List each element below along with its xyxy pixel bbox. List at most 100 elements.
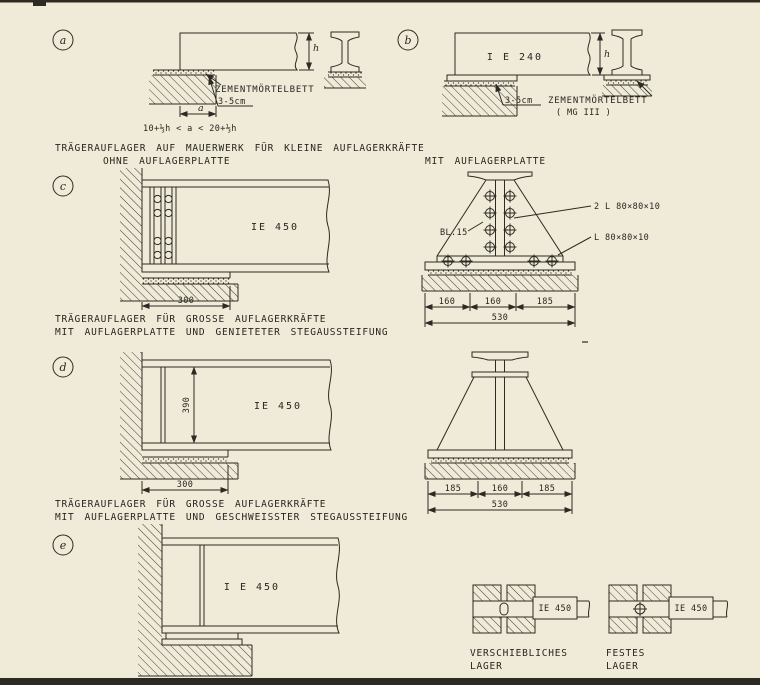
dim-total: 530 (492, 313, 509, 323)
caption-sliding-line1: VERSCHIEBLICHES (470, 648, 568, 659)
page-top-edge (0, 0, 760, 3)
dim-390: 390 (168, 366, 198, 444)
beam-side-view (141, 359, 332, 451)
rivets-side (153, 194, 173, 260)
fixed-bolt (633, 602, 647, 616)
mortar-label: ZEMENTMÖRTELBETT (215, 84, 315, 95)
badge-e-letter: e (60, 539, 67, 552)
mortar-label: ZEMENTMÖRTELBETT (548, 95, 648, 106)
dim-300: 300 (141, 286, 231, 310)
mortar-bed-front (428, 270, 572, 275)
beam-side-view (179, 32, 299, 71)
beam-break (725, 600, 729, 618)
mortar-thickness-label: 3-5cm (218, 97, 246, 107)
page-speck (582, 341, 588, 343)
badge-c-letter: c (60, 180, 66, 193)
beam-side-view (161, 537, 340, 634)
angle-leader (557, 236, 592, 256)
masonry-front (422, 275, 578, 291)
dim-300: 300 (141, 465, 229, 494)
caption-a-line1: TRÄGERAUFLAGER AUF MAUERWERK FÜR KLEINE … (55, 143, 425, 154)
section-e: e I E 450 IE 450 VERSCHIEBLICHES LAGER (52, 524, 729, 677)
mortar-bed-side (142, 457, 228, 463)
beam-flange-lines (142, 186, 329, 265)
beam-label-box (532, 596, 578, 620)
mortar-bed (444, 81, 515, 86)
beam-label: IE 450 (254, 401, 302, 412)
masonry (442, 86, 517, 116)
section-d: d IE 450 390 300 (52, 351, 576, 523)
dim-a: a (179, 103, 217, 118)
dim-390-label: 390 (182, 397, 192, 414)
beam-break (587, 600, 591, 618)
front-view-d: 185 160 185 530 (424, 351, 576, 514)
dim-seg2: 160 (485, 297, 502, 307)
dim-seg2: 160 (492, 484, 509, 494)
rivets-front (483, 189, 517, 254)
beam-label: IE 450 (251, 222, 299, 233)
wall-outline (120, 168, 239, 302)
riveted-stiffener-side (149, 187, 177, 264)
badge-c: c (52, 175, 74, 197)
mortar-grade-label: ( MG III ) (556, 108, 611, 118)
wall-and-support-masonry (120, 168, 238, 301)
base-rivets (441, 254, 559, 268)
bearing-plate-lower (161, 638, 243, 646)
caption-c-line1: TRÄGERAUFLAGER FÜR GROSSE AUFLAGERKRÄFTE (55, 314, 326, 325)
dim-seg1: 185 (445, 484, 462, 494)
beam-label: I E 450 (224, 582, 280, 593)
web-upper (495, 360, 505, 372)
page-bottom-edge (0, 678, 760, 685)
gusset-plates (436, 179, 564, 262)
masonry (149, 75, 216, 104)
badge-b-letter: b (404, 34, 411, 47)
masonry-outline (421, 275, 579, 292)
caption-d-line1: TRÄGERAUFLAGER FÜR GROSSE AUFLAGERKRÄFTE (55, 499, 326, 510)
mortar-bed (153, 70, 215, 75)
front-view-c: 2 L 80×80×10 BL.15 L 80×80×10 160 160 18… (421, 171, 660, 327)
wall-and-support-masonry (138, 524, 252, 676)
dim-row-d: 185 160 185 530 (427, 481, 573, 514)
angle-label: L 80×80×10 (594, 233, 649, 243)
ibeam-cross-section-a (324, 31, 366, 89)
web (495, 180, 505, 256)
badge-a: a (52, 29, 74, 51)
masonry-outline (442, 86, 518, 117)
ibeam-cross-section-b (602, 29, 652, 97)
beam-side-view (454, 32, 592, 76)
dim-seg3: 185 (539, 484, 556, 494)
dim-300-label: 300 (177, 480, 194, 490)
dim-300-label: 300 (178, 296, 195, 306)
dim-row-c: 160 160 185 530 (424, 293, 576, 327)
mortar-bed-side (142, 278, 230, 284)
mortar-thickness-label: 3-5cm (505, 96, 533, 106)
section-a: a h ZEMENTMÖRTELBETT 3-5cm a 10+⅓h < a <… (52, 29, 425, 167)
plate-label: BL.15 (440, 228, 468, 238)
caption-b-line2: MIT AUFLAGERPLATTE (425, 156, 546, 167)
angle-pair-leader (513, 205, 592, 219)
caption-a-line2: OHNE AUFLAGERPLATTE (103, 156, 230, 167)
thickness-leader (208, 76, 219, 107)
bearing-formula: 10+⅓h < a < 20+⅓h (143, 123, 237, 134)
section-c: c IE 450 300 (52, 168, 660, 338)
wall-outline (120, 352, 239, 480)
angle-pair-label: 2 L 80×80×10 (594, 202, 660, 212)
caption-sliding-line2: LAGER (470, 661, 503, 672)
caption-c-line2: MIT AUFLAGERPLATTE UND GENIETETER STEGAU… (55, 327, 388, 338)
bottom-flange (471, 371, 529, 378)
dim-h: h (591, 32, 610, 76)
caption-fixed-line2: LAGER (606, 661, 639, 672)
detail-sliding-bearing: IE 450 VERSCHIEBLICHES LAGER (470, 584, 591, 672)
dim-seg1: 160 (439, 297, 456, 307)
wall-and-support-masonry (120, 352, 238, 479)
dim-seg3: 185 (537, 297, 554, 307)
masonry-front (425, 463, 575, 479)
welded-stiffener-side (160, 367, 166, 443)
beam-side-view (141, 179, 330, 273)
mortar-bed-front (431, 458, 569, 463)
beam-label-box (668, 596, 714, 620)
wall-outline (138, 524, 253, 677)
masonry-outline (424, 463, 576, 480)
